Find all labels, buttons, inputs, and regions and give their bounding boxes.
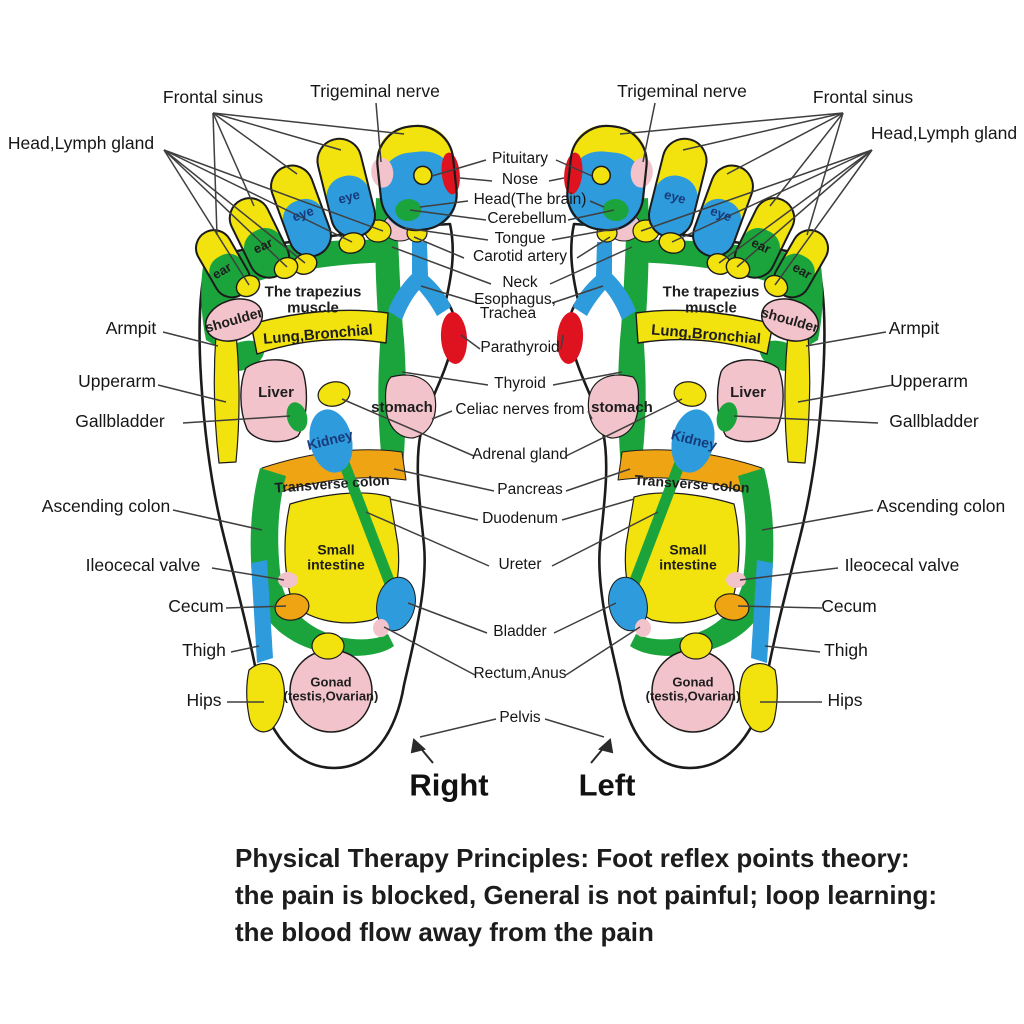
label-stomach-lf: stomach xyxy=(591,399,653,417)
label-ascending-colon-left: Ascending colon xyxy=(41,495,171,516)
caption-line-3: the blood flow away from the pain xyxy=(235,917,654,947)
label-ileocecal-valve-left: Ileocecal valve xyxy=(85,554,201,575)
label-pituitary: Pituitary xyxy=(492,149,548,167)
label-gonad-lf: Gonad(testis,Ovarian) xyxy=(633,675,753,702)
gonad-title: Gonad xyxy=(310,674,352,690)
label-frontal-sinus-right: Frontal sinus xyxy=(812,86,914,107)
label-thigh-left: Thigh xyxy=(182,639,226,660)
gonad-title: Gonad xyxy=(672,674,714,690)
label-duodenum: Duodenum xyxy=(482,509,558,527)
label-thigh-right: Thigh xyxy=(824,639,868,660)
label-rectum-anus: Rectum,Anus xyxy=(473,664,567,682)
label-liver-lf: Liver xyxy=(730,384,766,402)
label-armpit-right: Armpit xyxy=(888,317,940,338)
label-stomach-rf: stomach xyxy=(371,399,433,417)
label-trapezius-lf: The trapezius muscle xyxy=(662,283,760,316)
label-small-intestine-lf: Small intestine xyxy=(659,541,717,572)
label-trigeminal-nerve-right: Trigeminal nerve xyxy=(617,80,747,101)
label-head-the-brain: Head(The brain) xyxy=(473,190,587,208)
label-left-foot: Left xyxy=(578,767,636,803)
label-cecum-left: Cecum xyxy=(168,595,224,616)
label-ascending-colon-right: Ascending colon xyxy=(876,495,1006,516)
label-thyroid: Thyroid xyxy=(494,374,546,392)
label-gallbladder-left: Gallbladder xyxy=(75,410,165,431)
label-celiac-nerves-from: Celiac nerves from xyxy=(455,400,585,418)
label-armpit-left: Armpit xyxy=(105,317,157,338)
heel-arrows xyxy=(410,738,614,764)
label-trapezius-rf: The trapezius muscle xyxy=(264,283,362,316)
label-pelvis: Pelvis xyxy=(499,708,541,726)
label-frontal-sinus-left: Frontal sinus xyxy=(162,86,264,107)
label-hips-right: Hips xyxy=(827,689,863,710)
gonad-subtitle: (testis,Ovarian) xyxy=(283,688,379,703)
label-pancreas: Pancreas xyxy=(497,480,563,498)
label-ureter: Ureter xyxy=(498,555,542,573)
label-cecum-right: Cecum xyxy=(821,595,877,616)
gonad-subtitle: (testis,Ovarian) xyxy=(645,688,741,703)
label-head-lymph-gland-left: Head,Lymph gland xyxy=(7,132,155,153)
caption-line-1: Physical Therapy Principles: Foot reflex… xyxy=(235,843,910,873)
label-trachea: Trachea xyxy=(479,304,537,322)
label-nose: Nose xyxy=(501,170,539,188)
label-right-foot: Right xyxy=(409,767,489,803)
label-ileocecal-valve-right: Ileocecal valve xyxy=(844,554,960,575)
label-small-intestine-rf: Small intestine xyxy=(307,541,365,572)
label-gonad-rf: Gonad(testis,Ovarian) xyxy=(271,675,391,702)
label-liver-rf: Liver xyxy=(258,384,294,402)
label-upperarm-right: Upperarm xyxy=(890,370,968,391)
label-hips-left: Hips xyxy=(186,689,222,710)
caption-line-2: the pain is blocked, General is not pain… xyxy=(235,880,938,910)
label-gallbladder-right: Gallbladder xyxy=(889,410,979,431)
leader-lines xyxy=(157,102,894,738)
label-head-lymph-gland-right: Head,Lymph gland xyxy=(870,122,1018,143)
label-cerebellum: Cerebellum xyxy=(487,209,567,227)
label-bladder: Bladder xyxy=(493,622,547,640)
label-carotid-artery: Carotid artery xyxy=(473,247,567,265)
label-upperarm-left: Upperarm xyxy=(78,370,156,391)
label-trigeminal-nerve-left: Trigeminal nerve xyxy=(310,80,440,101)
label-adrenal-gland: Adrenal gland xyxy=(472,445,568,463)
label-esophagus: Esophagus, xyxy=(474,290,556,308)
label-neck: Neck xyxy=(502,273,538,291)
label-tongue: Tongue xyxy=(494,229,546,247)
label-parathyroid: Parathyroid xyxy=(480,338,560,356)
